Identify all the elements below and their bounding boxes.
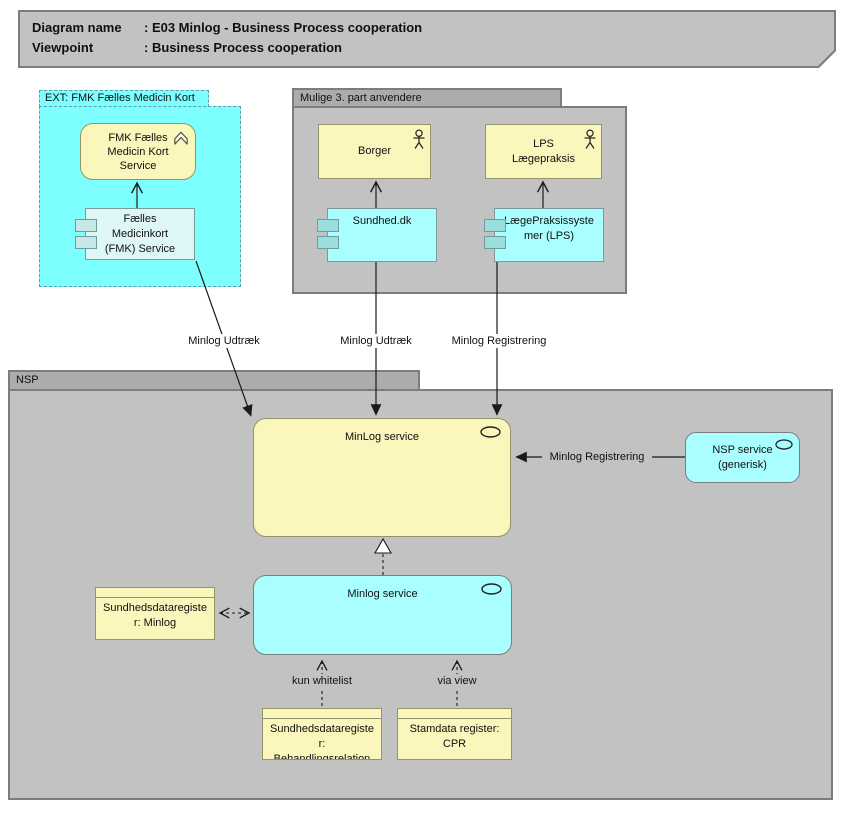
edge-label-kun-whitelist: kun whitelist bbox=[285, 674, 359, 688]
edge-label-via-view: via view bbox=[432, 674, 482, 688]
chevron-icon bbox=[174, 131, 188, 145]
node-minlog-service-main-label: MinLog service bbox=[345, 431, 419, 443]
node-minlog-service-inner[interactable]: Minlog service bbox=[253, 575, 512, 655]
actor-icon bbox=[413, 129, 425, 149]
diagram-title-text: Diagram name : E03 Minlog - Business Proc… bbox=[20, 12, 834, 66]
actor-icon bbox=[584, 129, 596, 149]
node-sundhed-dk-label: Sundhed.dk bbox=[352, 215, 412, 227]
node-lps-laegepraksis[interactable]: LPS Lægepraksis bbox=[485, 124, 602, 179]
node-laegepraksissystemer[interactable]: LægePraksissyste mer (LPS) bbox=[484, 208, 604, 262]
node-stamdata-cpr-label: Stamdata register: CPR bbox=[409, 723, 500, 750]
node-faelles-medicinkort-label: Fælles Medicinkort (FMK) Service bbox=[104, 213, 176, 255]
group-ext-fmk-label: EXT: FMK Fælles Medicin Kort bbox=[45, 92, 195, 104]
title-line2-label: Viewpoint bbox=[32, 40, 94, 55]
group-nsp-tab[interactable]: NSP bbox=[8, 370, 420, 390]
component-icon bbox=[484, 219, 506, 232]
data-object-band bbox=[96, 588, 214, 598]
node-register-minlog-label: Sundhedsdataregiste r: Minlog bbox=[103, 602, 207, 629]
component-icon bbox=[484, 236, 506, 249]
component-icon bbox=[75, 236, 97, 249]
node-borger[interactable]: Borger bbox=[318, 124, 431, 179]
edge-label-minlog-registrering-nsp: Minlog Registrering bbox=[542, 450, 652, 464]
title-line2-value: : Business Process cooperation bbox=[144, 40, 342, 55]
node-minlog-service-main[interactable]: MinLog service bbox=[253, 418, 511, 537]
service-ellipse-icon bbox=[481, 583, 502, 595]
edge-label-minlog-udtraek-sundhed: Minlog Udtræk bbox=[333, 334, 419, 348]
edge-label-minlog-registrering-lps: Minlog Registrering bbox=[444, 334, 554, 348]
diagram-title-block[interactable]: Diagram name : E03 Minlog - Business Proc… bbox=[18, 10, 836, 68]
service-ellipse-icon bbox=[480, 426, 501, 438]
edge-label-minlog-udtraek-fmk: Minlog Udtræk bbox=[181, 334, 267, 348]
node-sundhed-dk[interactable]: Sundhed.dk bbox=[317, 208, 437, 262]
data-object-band bbox=[263, 709, 381, 719]
node-register-behandlingsrelation[interactable]: Sundhedsdataregiste r: Behandlingsrelati… bbox=[262, 708, 382, 760]
title-line1-value: : E03 Minlog - Business Process cooperat… bbox=[144, 20, 423, 35]
title-line1-label: Diagram name bbox=[32, 20, 122, 35]
group-mulige-label: Mulige 3. part anvendere bbox=[300, 92, 422, 104]
component-icon bbox=[317, 236, 339, 249]
node-lps-laegepraksis-label: LPS Lægepraksis bbox=[512, 137, 575, 165]
group-ext-fmk-tab[interactable]: EXT: FMK Fælles Medicin Kort bbox=[39, 90, 209, 107]
node-faelles-medicinkort[interactable]: Fælles Medicinkort (FMK) Service bbox=[75, 208, 195, 260]
service-ellipse-icon bbox=[775, 439, 793, 450]
component-icon bbox=[317, 219, 339, 232]
node-borger-label: Borger bbox=[357, 145, 392, 157]
node-register-minlog[interactable]: Sundhedsdataregiste r: Minlog bbox=[95, 587, 215, 640]
node-fmk-service-label: FMK Fælles Medicin Kort Service bbox=[107, 131, 169, 172]
group-nsp-label: NSP bbox=[16, 374, 39, 386]
node-nsp-service-generisk-label: NSP service (generisk) bbox=[712, 443, 773, 471]
node-laegepraksissystemer-label: LægePraksissyste mer (LPS) bbox=[504, 215, 594, 242]
node-stamdata-cpr[interactable]: Stamdata register: CPR bbox=[397, 708, 512, 760]
node-minlog-service-inner-label: Minlog service bbox=[347, 588, 418, 600]
group-mulige-tab[interactable]: Mulige 3. part anvendere bbox=[292, 88, 562, 107]
component-icon bbox=[75, 219, 97, 232]
node-nsp-service-generisk[interactable]: NSP service (generisk) bbox=[685, 432, 800, 483]
node-fmk-service[interactable]: FMK Fælles Medicin Kort Service bbox=[80, 123, 196, 180]
node-register-behandlingsrelation-label: Sundhedsdataregiste r: Behandlingsrelati… bbox=[270, 723, 374, 760]
data-object-band bbox=[398, 709, 511, 719]
